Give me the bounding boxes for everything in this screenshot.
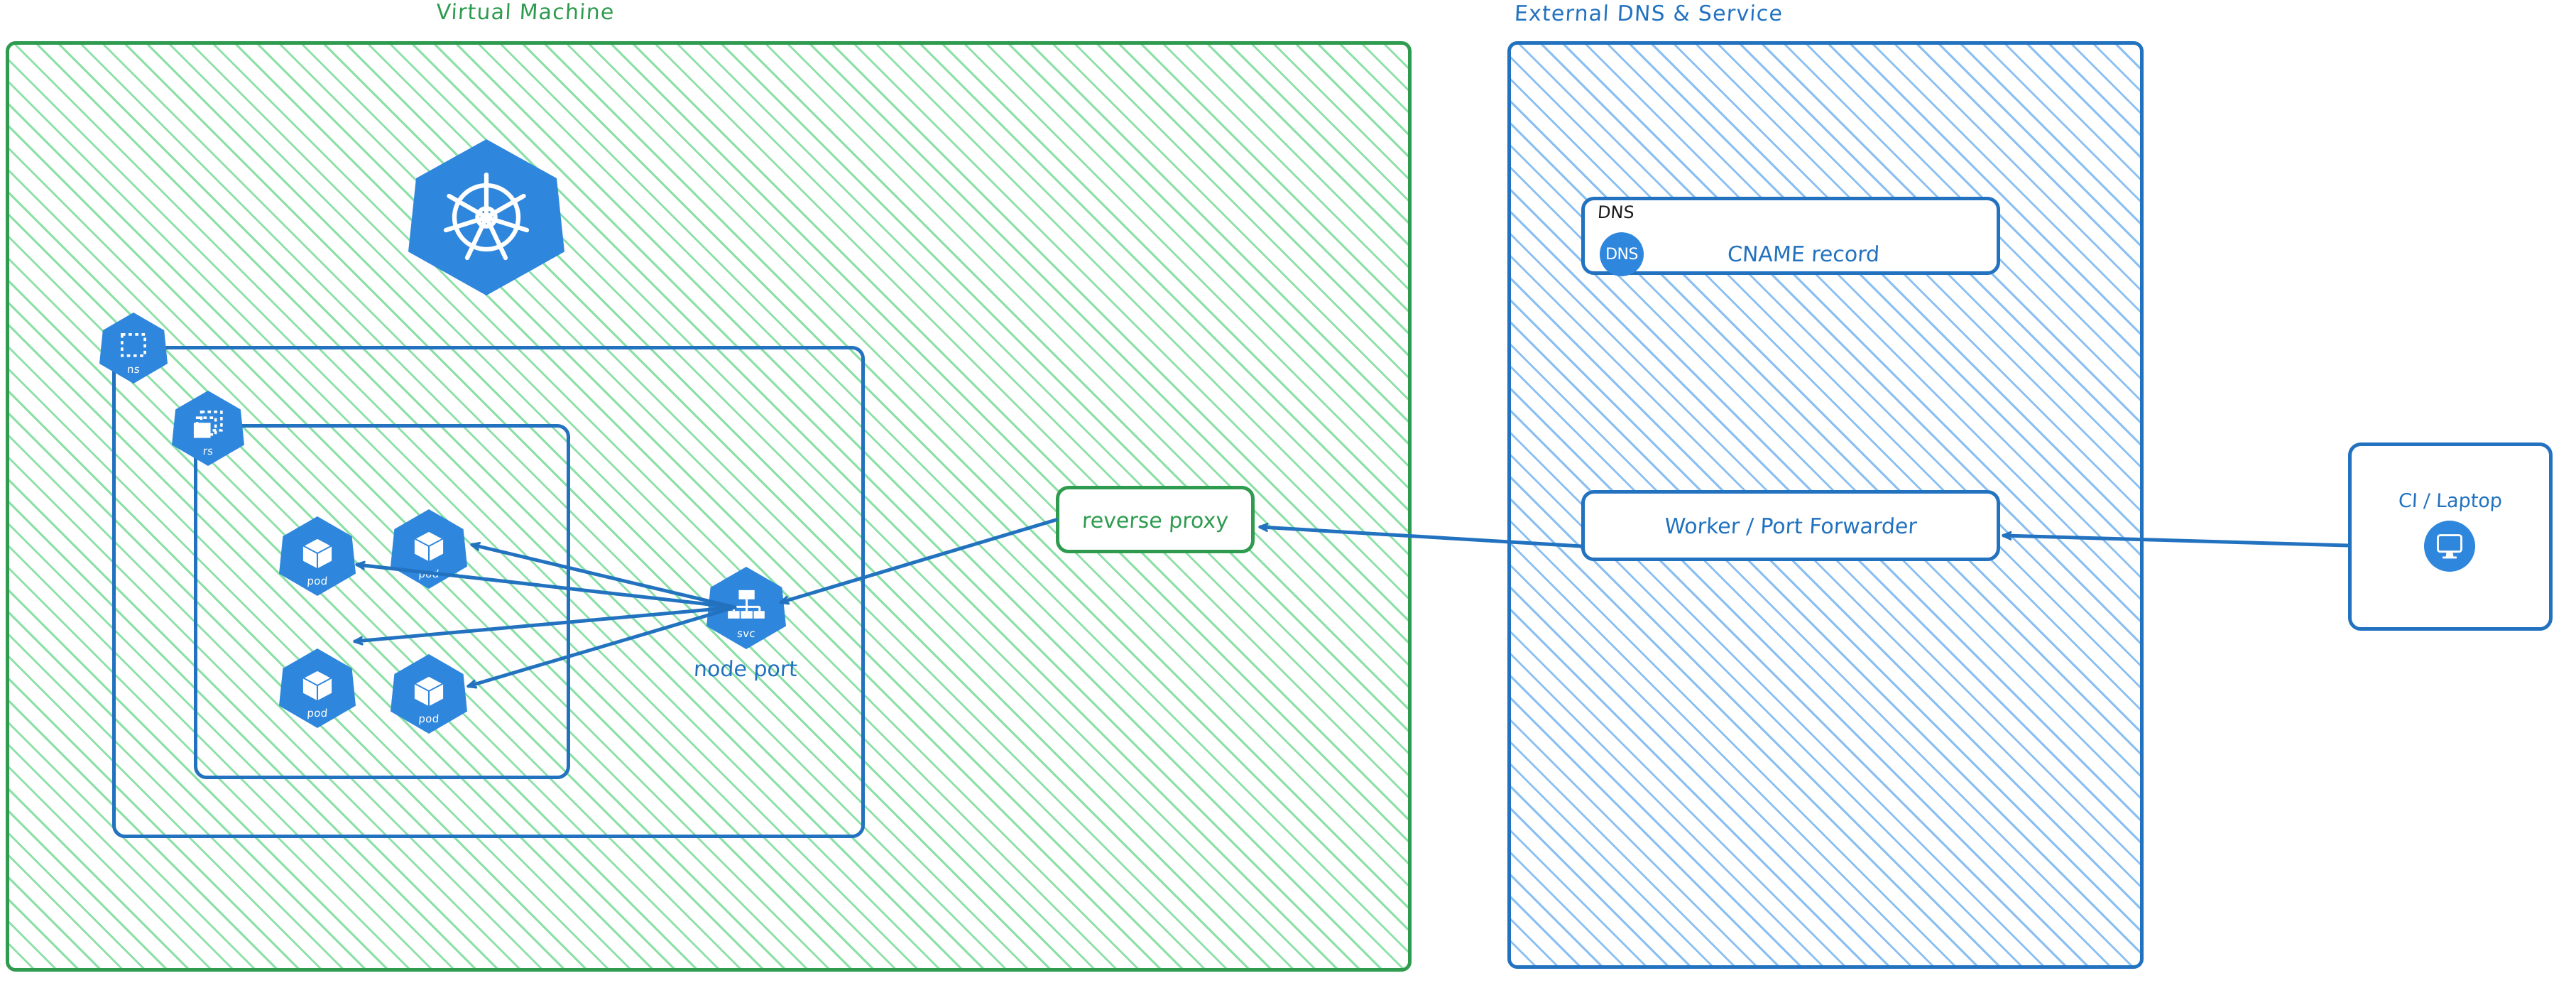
external-zone-title: External DNS & Service (1513, 1, 1784, 26)
reverse-proxy-box[interactable]: reverse proxy (1056, 486, 1255, 553)
pod-badge-3: pod (279, 648, 356, 728)
service-badge: svc (706, 567, 786, 649)
namespace-badge: ns (99, 313, 168, 384)
vm-zone-title: Virtual Machine (435, 0, 616, 25)
reverse-proxy-label: reverse proxy (1081, 509, 1229, 533)
kubernetes-logo-icon (408, 139, 564, 295)
pod-caption: pod (417, 712, 440, 725)
pod-badge-2: pod (391, 509, 467, 589)
pod-caption: pod (417, 567, 440, 580)
replicaset-container (194, 424, 570, 779)
pod-icon (301, 669, 334, 700)
pod-badge-4: pod (391, 654, 467, 734)
ci-laptop-label: CI / Laptop (2398, 490, 2503, 512)
dns-group-label: DNS (1597, 202, 1635, 222)
pod-caption: pod (306, 574, 329, 587)
kubernetes-logo-badge (408, 139, 564, 295)
namespace-icon (121, 332, 146, 357)
pod-badge-1: pod (279, 516, 356, 596)
cname-record-label: CNAME record (1727, 242, 1880, 267)
service-caption: svc (736, 627, 756, 641)
service-icon (728, 590, 765, 619)
namespace-caption: ns (126, 363, 141, 376)
replicaset-caption: rs (202, 445, 214, 458)
replicaset-badge: rs (172, 391, 244, 466)
worker-port-forwarder-box[interactable]: Worker / Port Forwarder (1581, 490, 2000, 561)
monitor-icon (2424, 521, 2475, 572)
node-port-label: node port (693, 657, 798, 682)
pod-icon (413, 675, 445, 706)
pod-icon (413, 530, 445, 561)
ci-laptop-box[interactable]: CI / Laptop (2348, 442, 2553, 631)
dns-badge-icon: DNS (1600, 232, 1644, 276)
dns-group-box (1581, 197, 2000, 275)
pod-caption: pod (306, 706, 329, 719)
pod-icon (301, 537, 334, 568)
replicaset-icon (193, 410, 223, 438)
worker-port-forwarder-label: Worker / Port Forwarder (1664, 514, 1918, 539)
